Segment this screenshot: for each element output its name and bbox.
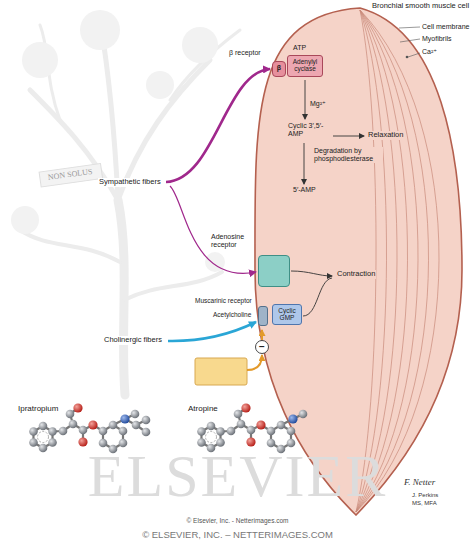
- atom: [39, 444, 48, 453]
- node-text: Adenylyl cyclase: [288, 56, 322, 74]
- beta-receptor: ββ receptor: [272, 61, 286, 77]
- cell-title: Bronchial smooth muscle cell: [372, 2, 469, 11]
- messenger-box: Cyclic GMP: [272, 304, 302, 325]
- part-label: Myofibrils: [422, 35, 452, 43]
- receptor-label: Muscarinic receptor: [195, 297, 252, 304]
- adenosine-receptor: Adenosine receptor: [258, 255, 290, 287]
- calcium-dot: [406, 56, 409, 59]
- atom: [39, 422, 48, 431]
- atom: [109, 421, 118, 430]
- artist-signature: F. Netter: [404, 477, 435, 487]
- publisher-watermark: ELSEVIER: [0, 446, 475, 506]
- cofactor-label: Mg²⁺: [309, 100, 327, 108]
- blocker-arrow: [247, 355, 262, 370]
- atom: [119, 427, 128, 436]
- atom: [99, 427, 108, 436]
- atom: [79, 426, 88, 435]
- cholinergic-fiber: [168, 322, 256, 341]
- pathway-arrows: [291, 80, 364, 316]
- atom: [38, 432, 49, 443]
- atom: [29, 427, 38, 436]
- blocker-box: [195, 358, 247, 385]
- tree-leaves: [11, 10, 225, 272]
- atom: [131, 410, 140, 419]
- enzyme-box: Adenylyl cyclase: [287, 55, 323, 77]
- atom: [256, 420, 265, 429]
- atom: [247, 426, 256, 435]
- process-label: Degradation by phosphodiesterase: [313, 147, 383, 163]
- atom: [88, 420, 97, 429]
- atom: [69, 420, 78, 429]
- atom: [142, 416, 151, 425]
- atom: [142, 428, 151, 437]
- myofibrils: [356, 10, 439, 512]
- atom: [48, 427, 57, 436]
- effect-label: Relaxation: [367, 131, 404, 140]
- atom: [59, 427, 68, 436]
- atom: [132, 421, 141, 430]
- ion-label: Ca²⁺: [422, 48, 437, 56]
- atom: [299, 410, 308, 419]
- sympathetic-fiber-thin: [170, 186, 256, 273]
- leader-lines: [399, 27, 420, 57]
- muscarinic-receptor: Muscarinic receptor: [258, 306, 268, 326]
- atom: [227, 427, 236, 436]
- atom: [120, 414, 129, 423]
- receptor-label: β receptor: [229, 49, 261, 57]
- artist-credit: MS, MFA: [412, 500, 437, 507]
- atom: [267, 427, 276, 436]
- drug-label: Ipratropium: [18, 404, 58, 413]
- muscle-cell: [255, 8, 462, 515]
- substrate-label: ATP: [292, 44, 307, 52]
- motto-ribbon: [39, 164, 102, 187]
- inhibit-circle: [256, 341, 269, 354]
- atom: [207, 422, 216, 431]
- atom: [287, 427, 296, 436]
- artist-signature: J. Perkins: [412, 492, 438, 499]
- atom: [73, 403, 82, 412]
- transmitter-label: Acetylcholine: [212, 311, 252, 318]
- messenger-label: Cyclic 3′,5′-AMP: [287, 122, 333, 138]
- atom: [234, 410, 243, 419]
- product-label: 5′-AMP: [292, 186, 317, 194]
- atom: [197, 427, 206, 436]
- effect-label: Contraction: [336, 270, 376, 279]
- atom: [29, 438, 38, 447]
- node-text: Cyclic GMP: [273, 305, 301, 323]
- atom: [48, 438, 57, 447]
- nerve-label: Cholinergic fibers: [103, 336, 163, 345]
- copyright-line: © Elsevier, Inc. - Netterimages.com: [0, 517, 475, 524]
- drug-label: Atropine: [188, 404, 218, 413]
- node-text: β: [273, 62, 285, 74]
- part-label: Cell membrane: [422, 23, 469, 31]
- atom: [216, 427, 225, 436]
- atom: [277, 421, 286, 430]
- atom: [237, 420, 246, 429]
- atom: [78, 437, 87, 446]
- receptor-label: Adenosine receptor: [211, 233, 253, 249]
- blocker-arrow: [261, 330, 263, 340]
- atom: [206, 432, 217, 443]
- copyright-line: © ELSEVIER, INC. – NETTERIMAGES.COM: [0, 530, 475, 541]
- nerve-label: Sympathetic fibers: [98, 178, 162, 187]
- atom: [241, 403, 250, 412]
- atom: [288, 414, 297, 423]
- inhibit-sign: −: [256, 341, 268, 353]
- sympathetic-fiber: [166, 69, 270, 182]
- atom: [66, 410, 75, 419]
